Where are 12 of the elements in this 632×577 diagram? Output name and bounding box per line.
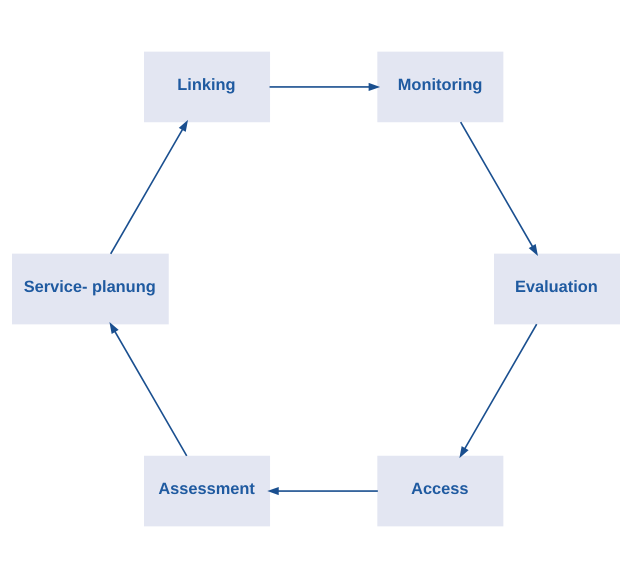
arrow [109,321,188,456]
arrow [460,121,538,256]
arrow [459,323,538,458]
node-box: Monitoring [377,51,504,122]
arrow [270,82,380,90]
node-box: Service- planung [12,253,169,324]
node-box: Linking [144,51,270,122]
node-box: Access [377,455,504,526]
node-box: Assessment [144,455,270,526]
arrow [267,486,378,495]
node-box: Evaluation [494,253,620,324]
arrow [110,119,188,254]
